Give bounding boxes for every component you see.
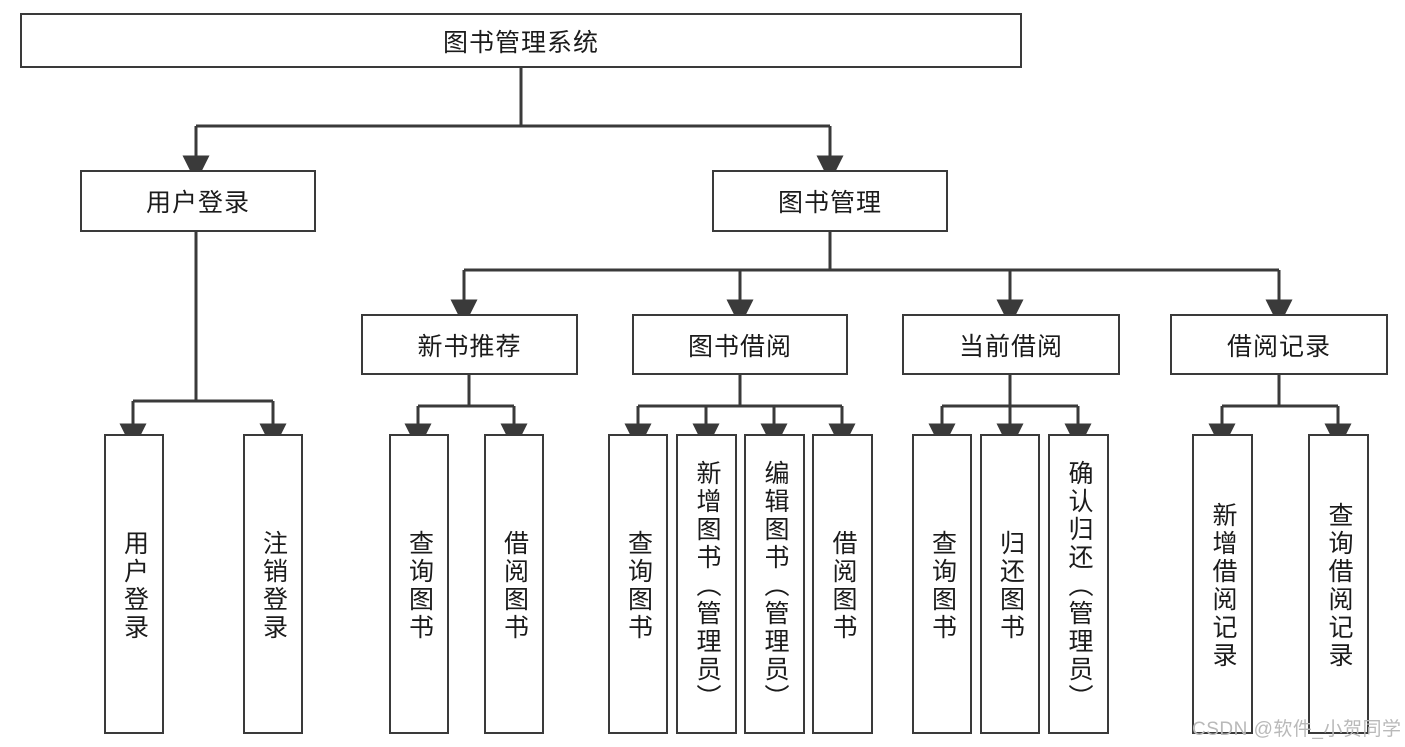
node-current-borrow[interactable]: 当前借阅 — [902, 314, 1120, 375]
node-label: 图书借阅 — [687, 332, 792, 361]
node-leaf-add-borrow-record[interactable]: 新增借阅记录 — [1192, 434, 1253, 734]
node-leaf-confirm-return[interactable]: 确认归还（管理员） — [1048, 434, 1109, 734]
node-label: 新增图书（管理员） — [693, 460, 721, 712]
node-leaf-user-logout[interactable]: 注销登录 — [243, 434, 303, 734]
node-leaf-borrow-book-2[interactable]: 借阅图书 — [812, 434, 873, 734]
node-label: 注销登录 — [259, 530, 288, 642]
node-leaf-query-borrow-record[interactable]: 查询借阅记录 — [1308, 434, 1369, 734]
node-leaf-add-book[interactable]: 新增图书（管理员） — [676, 434, 737, 734]
node-label: 借阅图书 — [829, 530, 857, 642]
node-label: 新书推荐 — [417, 332, 522, 361]
node-user-login[interactable]: 用户登录 — [80, 170, 316, 232]
node-label: 归还图书 — [996, 530, 1025, 642]
node-root-book-management-system[interactable]: 图书管理系统 — [20, 13, 1022, 68]
node-leaf-query-book-3[interactable]: 查询图书 — [912, 434, 972, 734]
node-book-borrow[interactable]: 图书借阅 — [632, 314, 848, 375]
node-label: 图书管理 — [777, 189, 882, 217]
watermark: CSDN @软件_小贺同学 — [1192, 719, 1402, 740]
node-label: 用户登录 — [120, 530, 149, 642]
node-leaf-user-login[interactable]: 用户登录 — [104, 434, 164, 734]
node-label: 借阅图书 — [500, 530, 529, 642]
node-leaf-edit-book[interactable]: 编辑图书（管理员） — [744, 434, 805, 734]
node-borrow-record[interactable]: 借阅记录 — [1170, 314, 1388, 375]
node-label: 当前借阅 — [958, 332, 1063, 361]
node-label: 用户登录 — [145, 189, 250, 217]
node-leaf-borrow-book-1[interactable]: 借阅图书 — [484, 434, 544, 734]
node-label: 查询图书 — [405, 530, 434, 642]
node-leaf-query-book-2[interactable]: 查询图书 — [608, 434, 668, 734]
node-label: 图书管理系统 — [442, 28, 599, 57]
node-new-book-recommend[interactable]: 新书推荐 — [361, 314, 578, 375]
node-label: 查询图书 — [624, 530, 653, 642]
node-label: 确认归还（管理员） — [1065, 460, 1093, 712]
node-leaf-query-book-1[interactable]: 查询图书 — [389, 434, 449, 734]
node-label: 编辑图书（管理员） — [761, 460, 789, 712]
node-book-manage[interactable]: 图书管理 — [712, 170, 948, 232]
node-leaf-return-book[interactable]: 归还图书 — [980, 434, 1040, 734]
node-label: 查询图书 — [928, 530, 957, 642]
node-label: 新增借阅记录 — [1209, 502, 1237, 670]
node-label: 借阅记录 — [1226, 332, 1331, 361]
node-label: 查询借阅记录 — [1325, 502, 1353, 670]
